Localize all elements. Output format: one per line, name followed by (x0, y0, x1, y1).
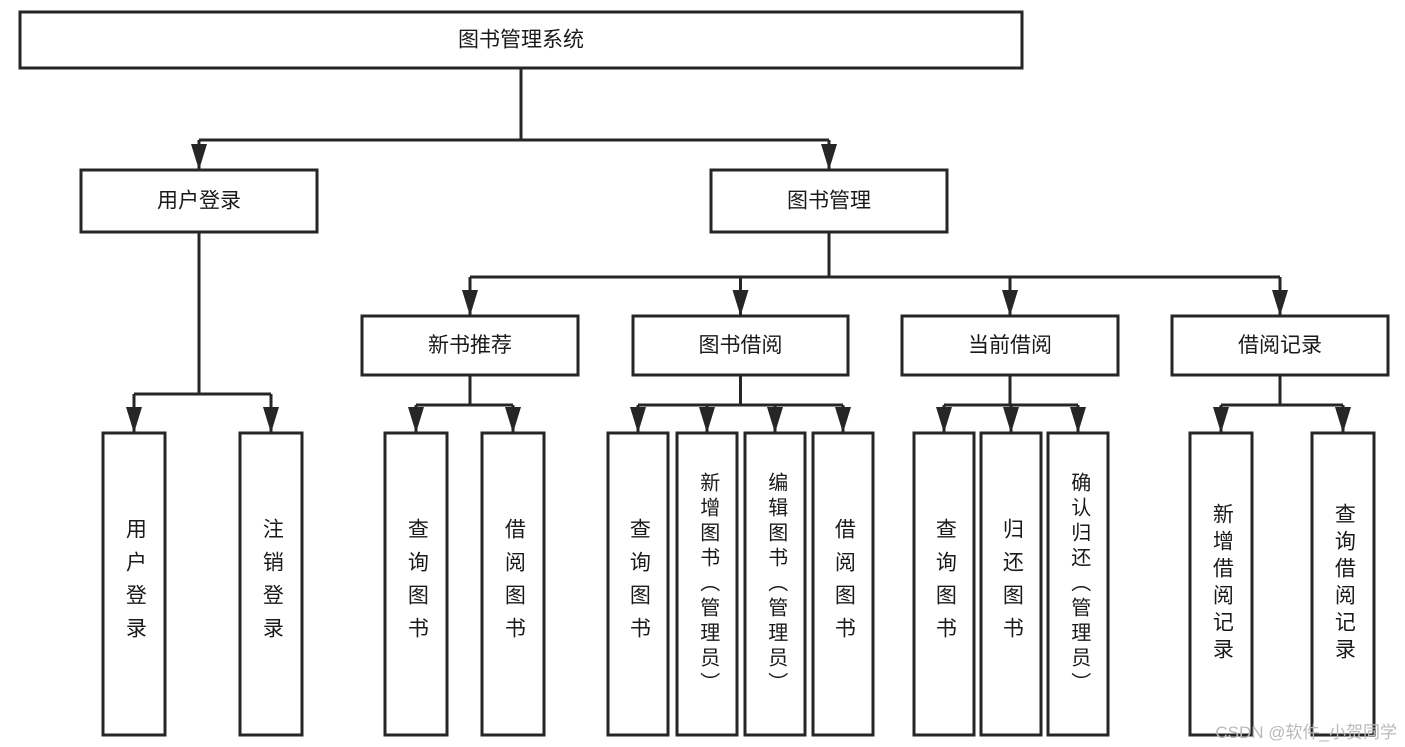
node-user-login[interactable] (79, 168, 319, 234)
node-box-book-borrow[interactable] (631, 314, 850, 377)
connector-arrowhead-book-borrow (732, 290, 749, 316)
connector-arrowhead-leaf-edit-book (767, 407, 783, 433)
node-new-book-recommend[interactable] (360, 314, 580, 377)
node-borrow-records[interactable] (1170, 314, 1390, 377)
node-box-leaf-user-login[interactable] (101, 431, 167, 737)
node-box-user-login[interactable] (79, 168, 319, 234)
node-label-root: 图书管理系统 (458, 29, 584, 52)
connector-arrowhead-leaf-query-record (1335, 407, 1351, 433)
node-label-new-book-recommend: 新书推荐 (428, 334, 512, 357)
connector-arrowhead-leaf-add-book (699, 407, 715, 433)
node-book-borrow[interactable] (631, 314, 850, 377)
node-leaf-logout[interactable] (238, 431, 304, 737)
node-leaf-borrow-book-1[interactable] (480, 431, 546, 737)
connector-arrowhead-new-book-recommend (462, 290, 478, 316)
node-current-borrow[interactable] (900, 314, 1120, 377)
node-root[interactable] (18, 10, 1024, 70)
node-leaf-query-book-1[interactable] (383, 431, 449, 737)
node-box-root[interactable] (18, 10, 1024, 70)
connector-arrowhead-leaf-confirm-return (1070, 407, 1086, 433)
connector-arrowhead-book-manage (821, 144, 837, 170)
node-leaf-borrow-book-2[interactable] (811, 431, 875, 737)
node-box-leaf-query-book-3[interactable] (912, 431, 976, 737)
node-box-leaf-query-book-1[interactable] (383, 431, 449, 737)
node-box-book-manage[interactable] (709, 168, 949, 234)
connector-arrowhead-leaf-logout (263, 407, 279, 433)
connector-layer (126, 68, 1351, 433)
connector-arrowhead-borrow-records (1272, 290, 1288, 316)
node-label-book-borrow: 图书借阅 (699, 334, 783, 357)
node-leaf-edit-book[interactable] (743, 431, 807, 737)
node-label-book-manage: 图书管理 (787, 190, 871, 213)
node-leaf-return-book[interactable] (979, 431, 1043, 737)
connector-arrowhead-leaf-query-book-1 (408, 407, 424, 433)
connector-arrowhead-leaf-return-book (1003, 407, 1019, 433)
node-box-leaf-return-book[interactable] (979, 431, 1043, 737)
node-label-user-login: 用户登录 (157, 190, 241, 213)
connector-arrowhead-leaf-query-book-3 (936, 407, 952, 433)
connector-arrowhead-current-borrow (1002, 290, 1018, 316)
connector-arrowhead-leaf-user-login (126, 407, 142, 433)
connector-arrowhead-leaf-add-record (1213, 407, 1229, 433)
node-leaf-query-record[interactable] (1310, 431, 1376, 737)
node-box-leaf-add-record[interactable] (1188, 431, 1254, 737)
node-label-borrow-records: 借阅记录 (1238, 334, 1322, 357)
node-box-new-book-recommend[interactable] (360, 314, 580, 377)
node-box-leaf-borrow-book-2[interactable] (811, 431, 875, 737)
node-box-leaf-borrow-book-1[interactable] (480, 431, 546, 737)
node-box-leaf-add-book[interactable] (675, 431, 739, 737)
node-leaf-query-book-3[interactable] (912, 431, 976, 737)
connector-arrowhead-leaf-borrow-book-2 (835, 407, 851, 433)
node-box-leaf-edit-book[interactable] (743, 431, 807, 737)
node-box-leaf-confirm-return[interactable] (1046, 431, 1110, 737)
node-box-current-borrow[interactable] (900, 314, 1120, 377)
node-leaf-confirm-return[interactable] (1046, 431, 1110, 737)
node-book-manage[interactable] (709, 168, 949, 234)
connector-arrowhead-leaf-query-book-2 (630, 407, 646, 433)
node-leaf-add-book[interactable] (675, 431, 739, 737)
node-label-current-borrow: 当前借阅 (968, 334, 1052, 357)
node-box-leaf-logout[interactable] (238, 431, 304, 737)
connector-arrowhead-leaf-borrow-book-1 (505, 407, 521, 433)
node-box-leaf-query-book-2[interactable] (606, 431, 670, 737)
watermark-text: CSDN @软件_小贺同学 (1215, 723, 1397, 742)
node-box-leaf-query-record[interactable] (1310, 431, 1376, 737)
connector-arrowhead-user-login (191, 144, 207, 170)
node-leaf-add-record[interactable] (1188, 431, 1254, 737)
node-leaf-user-login[interactable] (101, 431, 167, 737)
node-box-borrow-records[interactable] (1170, 314, 1390, 377)
node-leaf-query-book-2[interactable] (606, 431, 670, 737)
